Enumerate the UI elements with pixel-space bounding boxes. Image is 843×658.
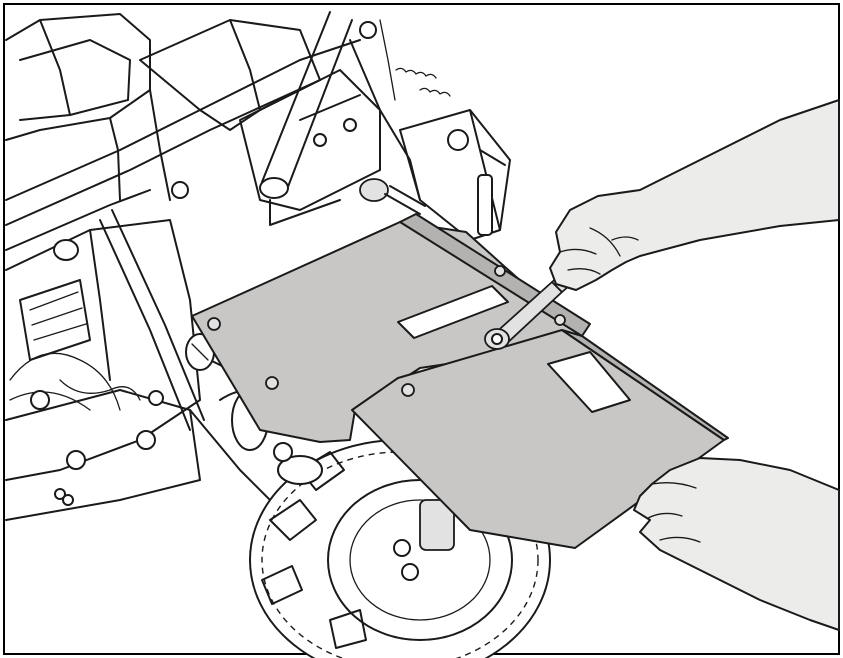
bolt-icon [401,383,415,397]
bolt-icon [554,314,566,326]
upper-label [397,285,509,339]
shield-plate-upper [191,213,591,443]
lower-label [547,351,631,413]
bolt-icon [494,265,506,277]
top-mount [359,178,426,215]
shield-plate-lower [351,329,729,549]
hand-icon [549,99,840,291]
bolt-icon [265,376,279,390]
bolt-icon [207,317,221,331]
hand-icon [633,457,840,631]
machine-frame [5,11,511,601]
